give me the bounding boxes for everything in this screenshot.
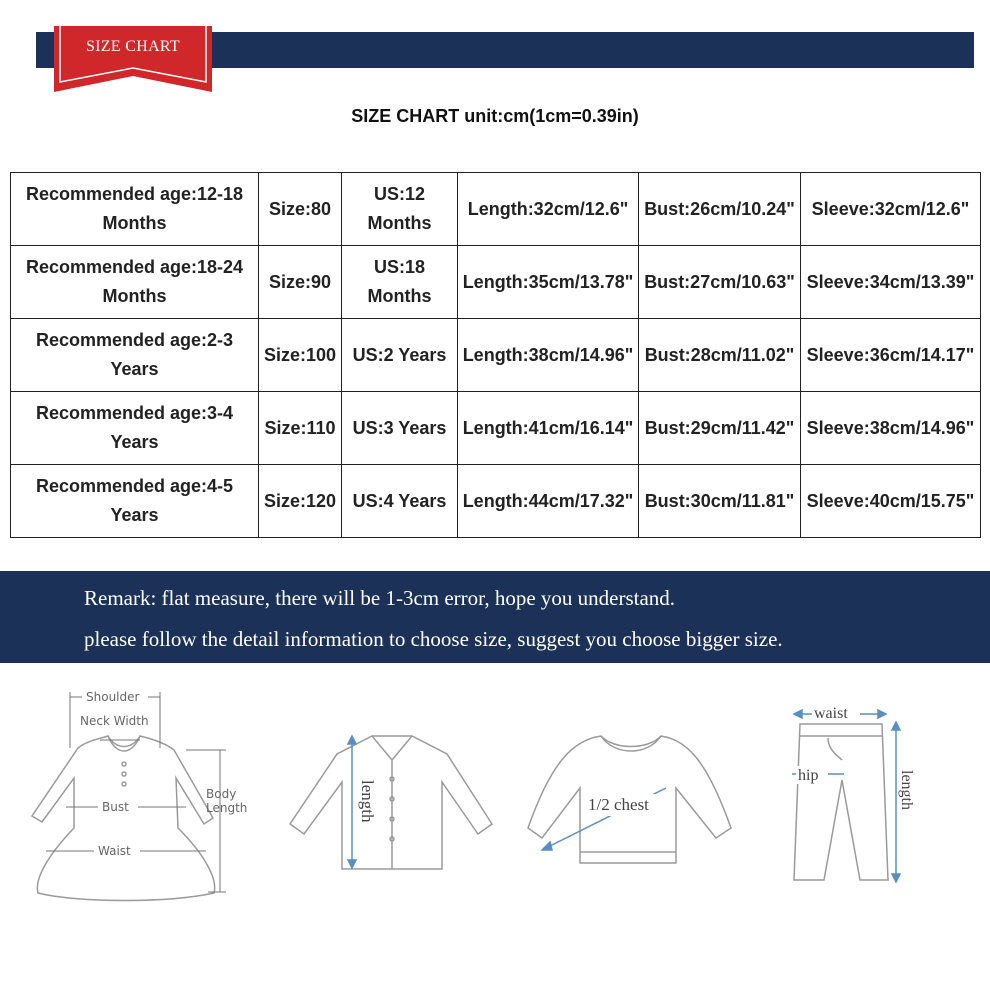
neck-width-label: Neck Width [80, 714, 149, 728]
ribbon-label: SIZE CHART [85, 38, 181, 55]
shoulder-label: Shoulder [86, 690, 140, 704]
us-text: Months [367, 213, 432, 233]
size-cell: Size:80 [258, 172, 342, 246]
age-text: Years [110, 505, 159, 525]
bust-cell: Bust:27cm/10.63" [638, 245, 801, 319]
body-length-label-line1: Body [206, 787, 236, 801]
sleeve-cell: Sleeve:34cm/13.39" [800, 245, 981, 319]
measurement-diagrams: Shoulder Neck Width Bust Waist Body Leng… [0, 672, 990, 990]
us-text: US:2 Years [352, 344, 447, 365]
us-text: Months [367, 286, 432, 306]
age-text: Recommended age:2-3 [35, 330, 234, 350]
pants-hip-label: hip [798, 767, 818, 784]
us-text: US:12 [373, 184, 426, 204]
us-text: US:4 Years [352, 490, 447, 511]
us-cell: US:4 Years [341, 464, 458, 538]
sleeve-cell: Sleeve:40cm/15.75" [800, 464, 981, 538]
us-text: US:3 Years [352, 417, 447, 438]
bust-cell: Bust:28cm/11.02" [638, 318, 801, 392]
pants-diagram: waist hip length [792, 704, 915, 884]
length-cell: Length:35cm/13.78" [457, 245, 639, 319]
bust-cell: Bust:29cm/11.42" [638, 391, 801, 465]
remark-line-1: Remark: flat measure, there will be 1-3c… [84, 586, 676, 610]
length-cell: Length:32cm/12.6" [457, 172, 639, 246]
shirt-outline-icon [288, 735, 494, 870]
age-text: Years [110, 359, 159, 379]
age-text: Recommended age:3-4 [35, 403, 234, 423]
remark-band: Remark: flat measure, there will be 1-3c… [0, 571, 990, 663]
pants-length-label: length [898, 770, 915, 810]
length-cell: Length:38cm/14.96" [457, 318, 639, 392]
size-cell: Size:120 [258, 464, 342, 538]
length-cell: Length:44cm/17.32" [457, 464, 639, 538]
pants-outline-icon [793, 723, 889, 881]
body-length-label-line2: Length [206, 801, 247, 815]
size-cell: Size:90 [258, 245, 342, 319]
sweater-diagram: 1/2 chest [527, 735, 732, 864]
shirt-diagram: length [288, 734, 494, 870]
age-text: Months [102, 286, 167, 306]
bust-cell: Bust:30cm/11.81" [638, 464, 801, 538]
age-text: Recommended age:18-24 [25, 257, 244, 277]
chart-title: SIZE CHART unit:cm(1cm=0.39in) [351, 106, 639, 126]
size-cell: Size:100 [258, 318, 342, 392]
size-cell: Size:110 [258, 391, 342, 465]
age-text: Recommended age:12-18 [25, 184, 244, 204]
dress-diagram: Shoulder Neck Width Bust Waist Body Leng… [30, 690, 247, 902]
age-text: Recommended age:4-5 [35, 476, 234, 496]
sleeve-cell: Sleeve:38cm/14.96" [800, 391, 981, 465]
ribbon-banner-icon [54, 26, 212, 92]
waist-label: Waist [98, 844, 131, 858]
length-cell: Length:41cm/16.14" [457, 391, 639, 465]
sleeve-cell: Sleeve:32cm/12.6" [800, 172, 981, 246]
remark-line-2: please follow the detail information to … [84, 627, 783, 651]
bust-label: Bust [102, 800, 129, 814]
us-cell: US:3 Years [341, 391, 458, 465]
shirt-length-label: length [358, 780, 377, 823]
us-text: US:18 [373, 257, 426, 277]
dress-outline-icon [30, 735, 216, 902]
pants-waist-label: waist [814, 705, 848, 722]
sweater-outline-icon [527, 735, 732, 864]
bust-cell: Bust:26cm/10.24" [638, 172, 801, 246]
half-chest-label: 1/2 chest [588, 795, 649, 814]
us-cell: US:2 Years [341, 318, 458, 392]
age-text: Years [110, 432, 159, 452]
age-text: Months [102, 213, 167, 233]
size-chart-ribbon: SIZE CHART [54, 26, 212, 92]
sleeve-cell: Sleeve:36cm/14.17" [800, 318, 981, 392]
